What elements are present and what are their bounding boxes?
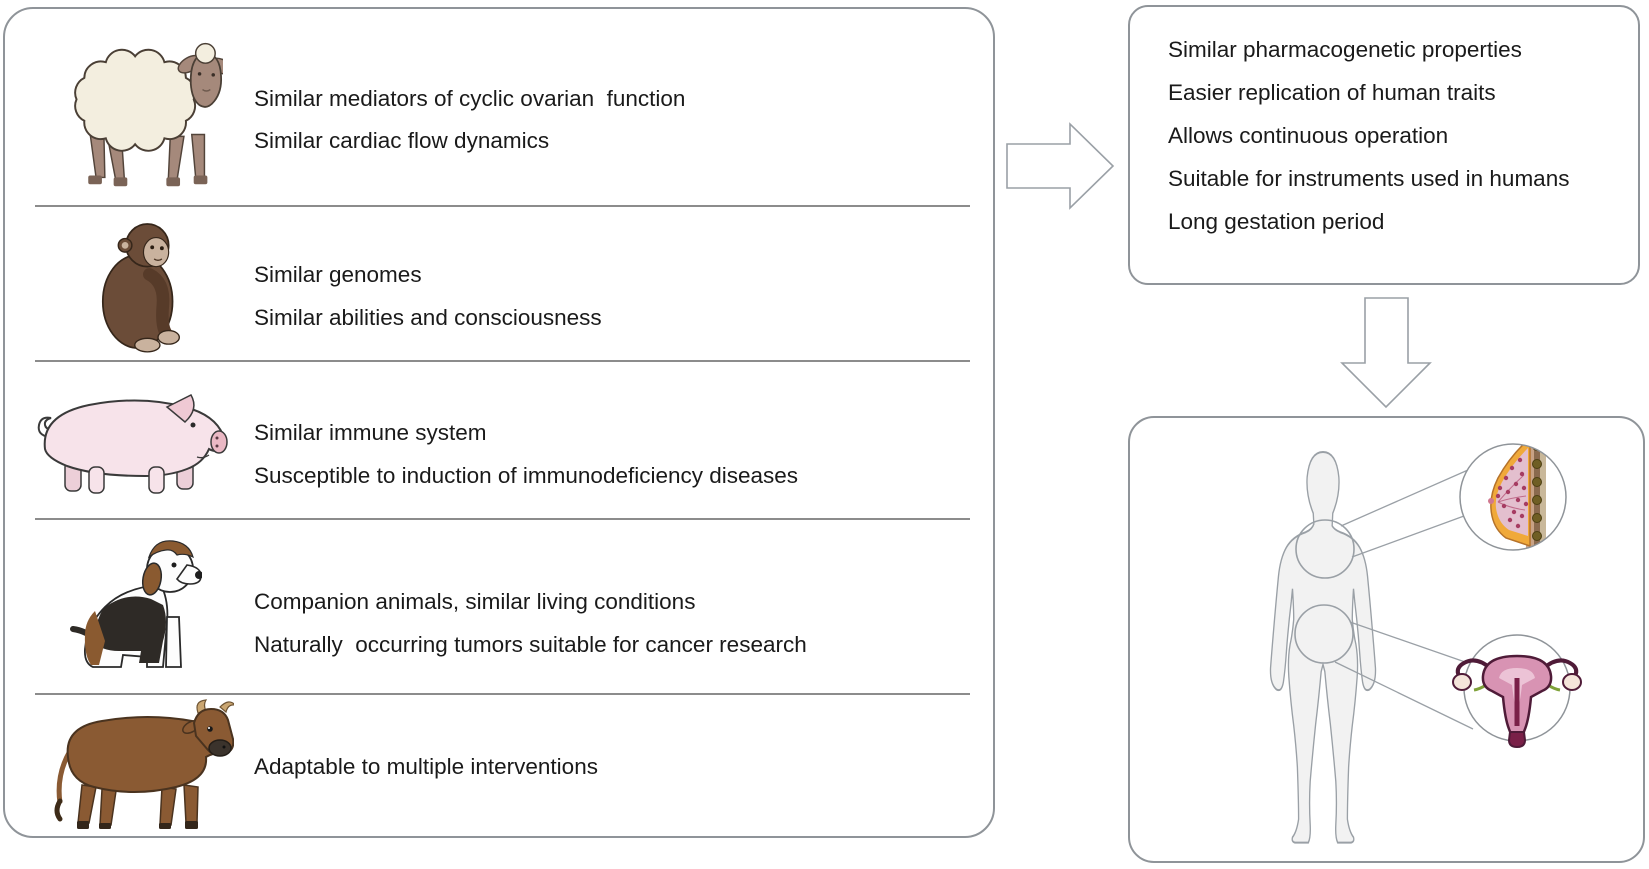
callout-line: [1351, 515, 1465, 558]
callout-line: [1349, 621, 1469, 664]
breast-cross-section-icon: [1459, 443, 1567, 551]
animal-trait-text: Companion animals, similar living condit…: [254, 589, 696, 614]
sheep-icon: [74, 42, 223, 187]
uterus-ovaries-icon: [1452, 634, 1582, 749]
animal-trait-text: Similar mediators of cyclic ovarian func…: [254, 86, 686, 111]
right-arrow-icon: [1006, 122, 1115, 210]
benefit-text: Similar pharmacogenetic properties: [1168, 37, 1522, 62]
cow-icon: [54, 699, 234, 829]
animal-models-panel: Similar mediators of cyclic ovarian func…: [3, 7, 995, 838]
animal-trait-text: Adaptable to multiple interventions: [254, 754, 598, 779]
benefit-text: Allows continuous operation: [1168, 123, 1449, 148]
callout-lines: [1334, 469, 1474, 730]
animal-trait-text: Similar genomes: [254, 262, 422, 287]
animal-trait-text: Susceptible to induction of immunodefici…: [254, 463, 799, 488]
pelvic-region-circle: [1294, 604, 1354, 664]
row-divider: [35, 360, 970, 362]
callout-line: [1334, 661, 1474, 730]
benefits-panel: Similar pharmacogenetic properties Easie…: [1128, 5, 1640, 285]
human-diagram-panel: [1128, 416, 1645, 863]
female-human-silhouette: [1269, 451, 1377, 844]
animal-trait-text: Similar cardiac flow dynamics: [254, 128, 550, 153]
benefit-text: Easier replication of human traits: [1168, 80, 1496, 105]
human-diagram: [1269, 443, 1582, 844]
benefit-text: Suitable for instruments used in humans: [1168, 166, 1570, 191]
down-arrow-icon: [1340, 297, 1432, 409]
dog-icon: [70, 540, 202, 668]
chest-region-circle: [1295, 519, 1355, 579]
animal-trait-text: Naturally occurring tumors suitable for …: [254, 632, 807, 657]
animal-trait-text: Similar immune system: [254, 420, 487, 445]
row-divider: [35, 518, 970, 520]
animal-trait-text: Similar abilities and consciousness: [254, 305, 602, 330]
pig-icon: [37, 394, 228, 494]
callout-line: [1340, 469, 1469, 527]
row-divider: [35, 693, 970, 695]
benefit-text: Long gestation period: [1168, 209, 1385, 234]
monkey-icon: [101, 223, 180, 353]
row-divider: [35, 205, 970, 207]
